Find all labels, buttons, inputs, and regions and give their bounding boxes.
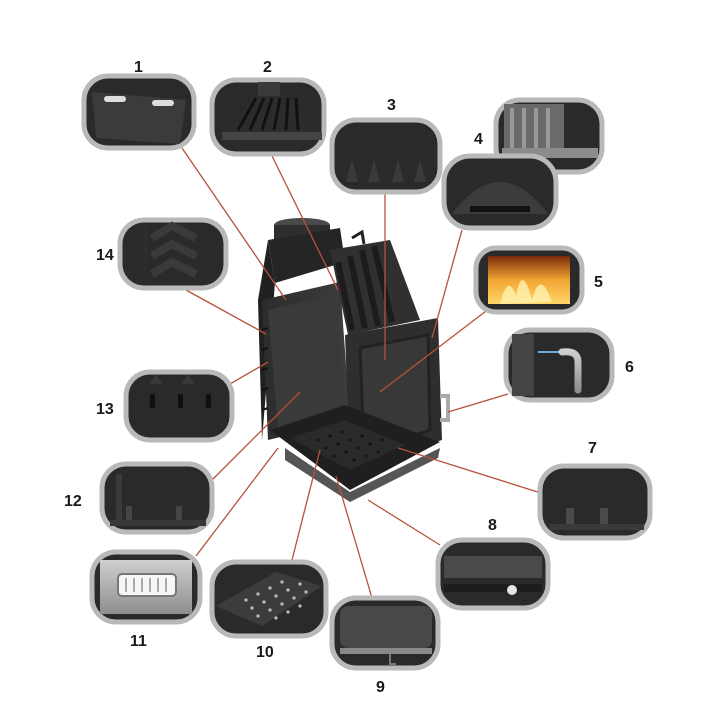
- part-7-detail: [537, 463, 653, 541]
- part-3-detail: [329, 117, 443, 195]
- part-13-detail: [123, 369, 235, 443]
- part-number-labels: 1 2 3 4 5 6 7 8 9 10 11 12 13 14: [64, 59, 634, 696]
- part-2-detail: [209, 77, 327, 157]
- label-part-9: 9: [376, 679, 385, 696]
- label-part-8: 8: [488, 517, 497, 534]
- part-10-detail: [209, 559, 329, 639]
- label-part-4: 4: [474, 131, 483, 148]
- part-5-detail: [473, 245, 585, 315]
- part-4-detail: [441, 97, 605, 231]
- fireplace-insert-body: [258, 218, 450, 502]
- label-part-12: 12: [64, 493, 82, 510]
- part-11-detail: [89, 549, 203, 625]
- label-part-10: 10: [256, 644, 274, 661]
- part-8-detail: [435, 537, 551, 611]
- label-part-2: 2: [263, 59, 272, 76]
- label-part-7: 7: [588, 440, 597, 457]
- label-part-13: 13: [96, 401, 114, 418]
- label-part-5: 5: [594, 274, 603, 291]
- leader-lines: [181, 147, 545, 599]
- part-9-detail: [329, 595, 441, 671]
- label-part-3: 3: [387, 97, 396, 114]
- label-part-1: 1: [134, 59, 143, 76]
- label-part-14: 14: [96, 247, 114, 264]
- label-part-11: 11: [130, 633, 147, 650]
- part-14-detail: [117, 217, 229, 291]
- part-6-detail: [503, 327, 615, 403]
- grate-holes: [316, 430, 384, 462]
- label-part-6: 6: [625, 359, 634, 376]
- part-1-detail: [81, 73, 197, 151]
- part-12-detail: [99, 461, 215, 535]
